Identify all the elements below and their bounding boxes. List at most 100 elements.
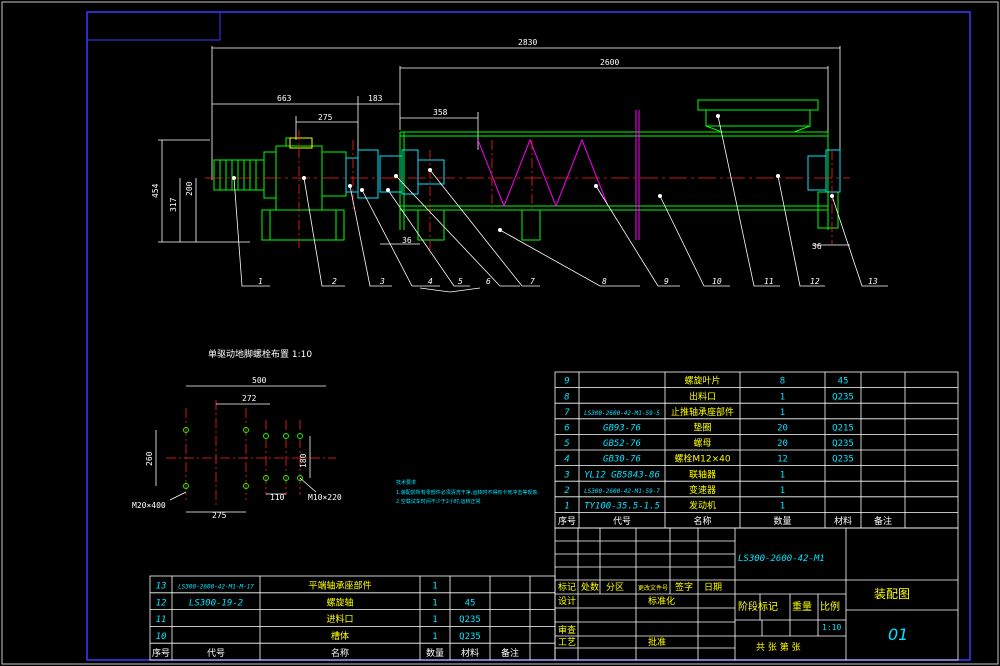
leader-dots [232,114,834,232]
tb-count: 处数 [581,581,599,593]
tb-zone: 分区 [606,582,624,593]
callout-5: 5 [458,277,463,286]
bom-cell-no: 8 [564,392,569,402]
foundation-dimensions [155,385,326,513]
bom-cell-no: 10 [156,632,167,642]
bom-cell-qty: 1 [780,502,785,512]
drawing-name: 装配图 [874,587,910,601]
bom-cell-code: LS300-2600-42-M1-59-7 [584,488,660,495]
dim-180: 180 [299,453,308,468]
callout-2: 2 [332,277,337,286]
bom-header-name: 名称 [693,515,711,527]
callout-10: 10 [712,277,722,286]
bom-cell-qty: 20 [777,424,788,434]
dim-total: 2830 [518,38,537,47]
callout-9: 9 [664,277,669,286]
dim-663: 663 [277,94,292,103]
motor [213,151,277,199]
bom-header-no: 序号 [558,515,576,527]
dim-454: 454 [151,183,160,198]
foundation-title: 单驱动地脚螺栓布置 1:10 [208,348,312,360]
tb-mark: 标记 [558,581,576,593]
tb-approve: 批准 [648,636,666,648]
bom-header-code: 代号 [613,516,631,527]
bom-cell-mat: Q235 [832,455,854,465]
bom-cell-code: GB93-76 [603,424,641,434]
bom-cell-qty: 1 [780,486,785,496]
bom-cell-mat: 45 [465,598,476,608]
dim-span: 2600 [600,58,619,67]
bom-cell-name: 出料口 [689,390,716,402]
tb-design: 设计 [558,595,576,607]
bom-cell-name: 进料口 [326,613,353,625]
bom-header-qty: 数量 [773,515,791,527]
bom-cell-qty: 1 [432,615,437,625]
bom-cell-name: 变速器 [689,484,716,496]
bom-cell-no: 4 [564,455,569,465]
dim-317: 317 [169,197,178,212]
callout-8: 8 [602,277,607,286]
dim-272: 272 [242,394,257,403]
bom-cell-no: 11 [156,615,167,625]
bom-header-note: 备注 [874,515,892,527]
bolt-spec-left: M20×400 [132,501,166,510]
bom-cell-code: GB30-76 [603,455,641,465]
bom-cell-code: GB52-76 [603,439,641,449]
bom-cell-mat: Q235 [832,439,854,449]
tb-scale-label: 比例 [820,600,840,613]
bom-cell-mat: Q235 [459,615,481,625]
bom-cell-qty: 1 [780,470,785,480]
bom-cell-qty: 20 [777,439,788,449]
bom-cell-name: 螺栓M12×40 [674,453,730,465]
tb-weight: 重量 [792,600,812,613]
notes-title: 技术要求 [396,479,416,486]
dim-36a: 36 [402,236,412,245]
coupling [345,149,403,199]
dim-358: 358 [433,108,448,117]
callout-3: 3 [379,277,385,286]
tb-process: 工艺 [558,637,576,648]
bom-cell-qty: 1 [432,632,437,642]
dim-275-foundation: 275 [212,511,227,520]
bom-cell-code: LS300-2600-42-M1-M-17 [178,584,254,591]
foundation-center-lines [166,400,336,505]
bom-cell-qty: 1 [432,598,437,608]
tb-scale: 1:10 [822,623,841,632]
bom-header-mat: 材料 [834,515,852,527]
bom-cell-name: 螺旋轴 [326,596,353,608]
drawing-frame [86,11,971,661]
dim-500: 500 [252,376,267,385]
callout-7: 7 [530,277,535,286]
bom-cell-mat: Q235 [832,392,854,402]
bom-cell-no: 12 [156,598,167,608]
bom-cell-qty: 1 [432,582,437,592]
leader-lines [233,115,888,293]
bom-header-code: 代号 [207,648,225,659]
sheet-number: 01 [888,625,908,644]
notes-line-1: 1.装配前所有零部件必须清洗干净,运转时不得有卡死冲击等现象. [396,489,539,496]
bom-cell-code: TY100-35.5-1.5 [584,502,660,512]
bom-cell-name: 平端轴承座部件 [308,580,371,592]
bom-cell-no: 6 [564,424,569,434]
dimension-lines [158,46,850,246]
bom-cell-name: 槽体 [331,630,349,642]
dim-183: 183 [368,94,383,103]
dim-36b: 36 [812,242,822,251]
bom-header-note: 备注 [501,647,519,659]
bom-cell-mat: Q235 [459,632,481,642]
tb-sign: 签字 [675,581,693,593]
callout-6: 6 [486,277,491,286]
bom-cell-mat: Q215 [832,424,854,434]
center-lines [205,130,850,250]
gearbox-cap [289,137,313,149]
bom-cell-mat: 45 [838,377,849,387]
title-block-text: LS300-2600-42-M1 装配图 01 标记 处数 分区 更改文件号 签… [558,554,910,653]
callout-4: 4 [428,277,433,286]
callout-13: 13 [868,277,878,286]
tb-date: 日期 [704,582,722,593]
bom-cell-code: YL12 GB5843-86 [584,470,660,480]
tb-sheets: 共 张 第 张 [756,641,801,653]
